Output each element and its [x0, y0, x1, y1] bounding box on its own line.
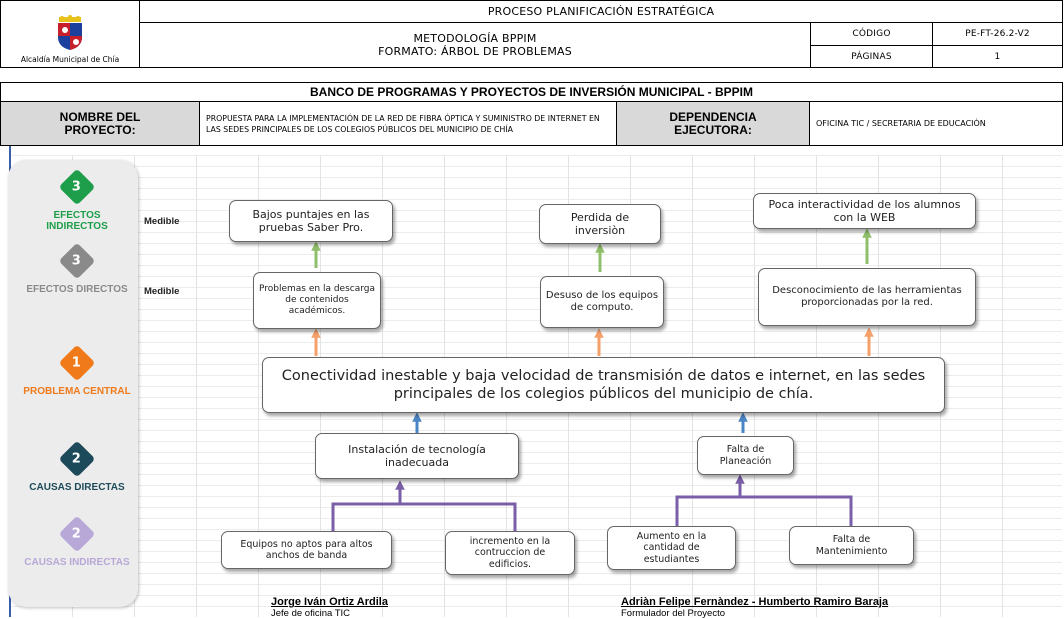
- logo-cell: Alcaldía Municipal de Chía: [0, 0, 140, 68]
- indirect-effects-label: EFECTOS INDIRECTOS: [46, 210, 108, 232]
- pages-value: 1: [932, 45, 1063, 68]
- level-indirect-effects: 3 EFECTOS INDIRECTOS: [18, 168, 136, 232]
- central-problem-label: PROBLEMA CENTRAL: [23, 386, 131, 397]
- indirect-effect-box-3: Poca interactividad de los alumnos con l…: [753, 193, 976, 229]
- direct-effect-box-2: Desuso de los equipos de computo.: [540, 276, 664, 328]
- methodology-format: METODOLOGÍA BPPIM FORMATO: ÁRBOL DE PROB…: [139, 22, 811, 68]
- indirect-cause-box-4: Falta de Mantenimiento: [789, 526, 914, 565]
- project-name-label: NOMBRE DEL PROYECTO:: [0, 101, 200, 146]
- level-direct-effects: 3 EFECTOS DIRECTOS: [18, 242, 136, 295]
- indirect-cause-box-3: Aumento en la cantidad de estudiantes: [607, 526, 736, 570]
- indirect-cause-box-1: Equipos no aptos para altos anchos de ba…: [221, 531, 392, 569]
- signature-role-2: Formulador del Proyecto: [621, 608, 726, 619]
- central-problem-box: Conectividad inestable y baja velocidad …: [262, 357, 945, 413]
- level-direct-causes: 2 CAUSAS DIRECTAS: [18, 440, 136, 493]
- indirect-effect-box-1: Bajos puntajes en las pruebas Saber Pro.: [229, 200, 393, 242]
- signature-name-1: Jorge Iván Ortiz Ardila: [271, 596, 388, 608]
- indirect-causes-label: CAUSAS INDIRECTAS: [24, 557, 130, 568]
- executing-unit-label: DEPENDENCIA EJECUTORA:: [616, 101, 810, 146]
- signature-role-1: Jefe de oficina TIC: [271, 608, 351, 619]
- methodology-label: METODOLOGÍA BPPIM: [413, 32, 537, 45]
- format-label: FORMATO: ÁRBOL DE PROBLEMAS: [378, 45, 572, 58]
- direct-cause-box-2: Falta de Planeación: [697, 436, 794, 475]
- medible-label-direct: Medible: [144, 286, 180, 297]
- level-central-problem: 1 PROBLEMA CENTRAL: [18, 344, 136, 397]
- level-indirect-causes: 2 CAUSAS INDIRECTAS: [18, 515, 136, 568]
- indirect-effect-box-2: Perdida de inversiòn: [539, 204, 661, 244]
- direct-cause-box-1: Instalación de tecnología inadecuada: [315, 433, 519, 479]
- medible-label-indirect: Medible: [144, 216, 180, 227]
- direct-effect-box-3: Desconocimiento de las herramientas prop…: [758, 268, 976, 326]
- connector-purple-right: [675, 495, 853, 526]
- direct-effect-box-1: Problemas en la descarga de contenidos a…: [253, 272, 381, 329]
- org-name: Alcaldía Municipal de Chía: [20, 55, 120, 64]
- direct-causes-label: CAUSAS DIRECTAS: [29, 482, 125, 493]
- signature-block-2: Adriàn Felipe Fernàndez - Humberto Ramir…: [621, 596, 1001, 619]
- signature-block-1: Jorge Iván Ortiz Ardila Jefe de oficina …: [271, 596, 388, 619]
- direct-effects-label: EFECTOS DIRECTOS: [26, 284, 128, 295]
- connector-purple-left: [331, 502, 517, 531]
- indirect-cause-box-2: incremento en la contruccion de edificio…: [445, 531, 575, 575]
- bank-title: BANCO DE PROGRAMAS Y PROYECTOS DE INVERS…: [0, 82, 1063, 102]
- municipal-shield-logo: [58, 15, 82, 50]
- executing-unit-value: OFICINA TIC / SECRETARIA DE EDUCACIÒN: [809, 101, 1063, 146]
- signature-name-2: Adriàn Felipe Fernàndez - Humberto Ramir…: [621, 596, 889, 608]
